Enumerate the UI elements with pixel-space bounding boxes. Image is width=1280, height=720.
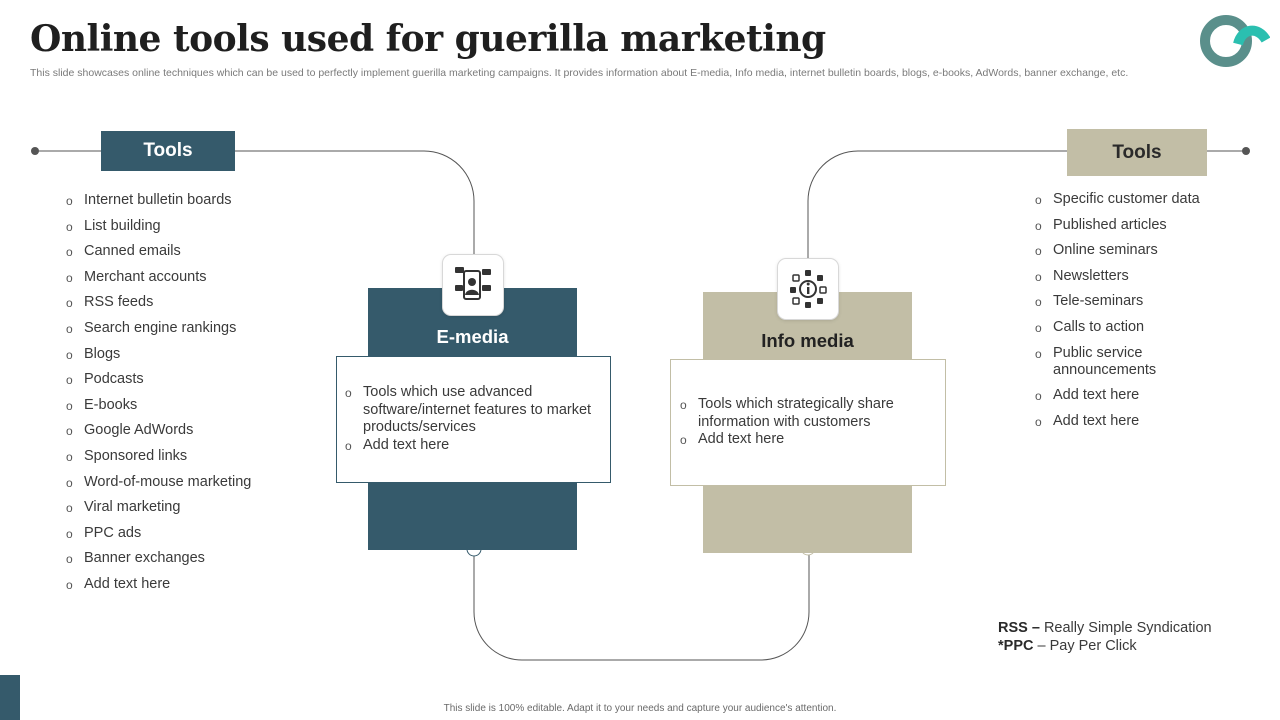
list-item: Add text here <box>64 576 294 602</box>
footer-note: This slide is 100% editable. Adapt it to… <box>443 703 837 714</box>
right-tools-list: Specific customer data Published article… <box>1033 191 1233 438</box>
list-item: Banner exchanges <box>64 550 294 576</box>
rss-note: RSS – Really Simple Syndication <box>998 620 1212 636</box>
info-media-icon-box <box>778 259 838 319</box>
list-item: PPC ads <box>64 525 294 551</box>
list-item: Podcasts <box>64 371 294 397</box>
emedia-icon-box <box>443 255 503 315</box>
list-item: Calls to action <box>1033 319 1233 337</box>
slide-title: Online tools used for guerilla marketing <box>30 18 826 60</box>
emedia-bullet: Tools which use advanced software/intern… <box>343 384 602 437</box>
list-item: Canned emails <box>64 243 294 269</box>
list-item: Tele-seminars <box>1033 293 1233 311</box>
list-item: Word-of-mouse marketing <box>64 474 294 500</box>
person-on-phone-icon <box>455 267 491 300</box>
list-item: Search engine rankings <box>64 320 294 346</box>
list-item: Newsletters <box>1033 268 1233 286</box>
list-item: Internet bulletin boards <box>64 192 294 218</box>
tools-left-label: Tools <box>101 131 235 171</box>
list-item: Specific customer data <box>1033 191 1233 209</box>
corner-accent-bar <box>0 675 20 720</box>
info-media-description-box: Tools which strategically share informat… <box>670 359 946 486</box>
emedia-bullet: Add text here <box>343 437 602 455</box>
tools-right-label: Tools <box>1067 129 1207 176</box>
info-media-bullet: Tools which strategically share informat… <box>678 396 937 431</box>
emedia-title: E-media <box>436 326 509 347</box>
list-item: Google AdWords <box>64 422 294 448</box>
abbreviation-notes: RSS – Really Simple Syndication *PPC – P… <box>998 619 1212 655</box>
left-endpoint-dot <box>31 147 39 155</box>
info-social-icon <box>790 270 827 308</box>
left-tools-list: Internet bulletin boards List building C… <box>64 192 294 602</box>
list-item: E-books <box>64 397 294 423</box>
list-item: Published articles <box>1033 217 1233 235</box>
list-item: Online seminars <box>1033 242 1233 260</box>
list-item: Blogs <box>64 346 294 372</box>
brand-logo <box>1200 15 1270 67</box>
info-media-title: Info media <box>761 330 854 351</box>
ppc-note: *PPC – Pay Per Click <box>998 638 1137 654</box>
list-item: Sponsored links <box>64 448 294 474</box>
emedia-description-box: Tools which use advanced software/intern… <box>336 356 611 483</box>
list-item: Add text here <box>1033 413 1233 431</box>
list-item: RSS feeds <box>64 294 294 320</box>
slide-subtitle: This slide showcases online techniques w… <box>30 67 1129 79</box>
list-item: Merchant accounts <box>64 269 294 295</box>
info-media-bullet: Add text here <box>678 431 937 449</box>
right-endpoint-dot <box>1242 147 1250 155</box>
list-item: Viral marketing <box>64 499 294 525</box>
list-item: List building <box>64 218 294 244</box>
list-item: Add text here <box>1033 387 1233 405</box>
list-item: Public service announcements <box>1033 345 1233 379</box>
